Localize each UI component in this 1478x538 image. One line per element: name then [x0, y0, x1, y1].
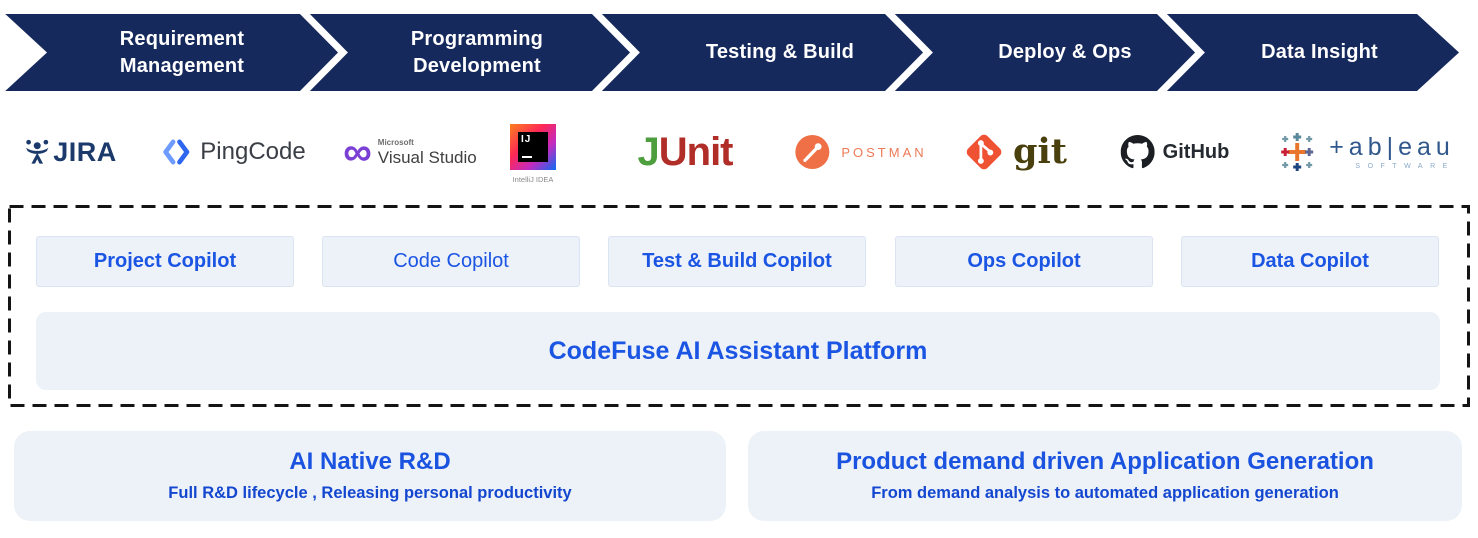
copilot-group-dashed-border: [8, 205, 1470, 407]
logo-intellij-idea: IJ IntelliJ IDEA: [510, 120, 556, 188]
github-octocat-icon: [1120, 135, 1155, 169]
logo-jira: JIRA: [23, 118, 117, 186]
tableau-icon: [1281, 133, 1314, 171]
pipeline-separator-1: [297, 6, 348, 99]
stage-requirement-management: Requirement Management: [119, 28, 245, 77]
stage-testing-build: Testing & Build: [705, 41, 855, 64]
chip-test-build-copilot: Test & Build Copilot: [608, 236, 866, 287]
junit-unit: Unit: [658, 129, 734, 174]
pipeline-band-shape: [4, 14, 1459, 91]
pipeline-separator-4: [1154, 6, 1205, 99]
postman-icon: [795, 135, 830, 169]
chip-ops-copilot: Ops Copilot: [895, 236, 1153, 287]
logo-github: GitHub: [1120, 118, 1230, 186]
intellij-badge: IJ: [521, 134, 532, 145]
tableau-software-label: SOFTWARE: [1355, 162, 1455, 170]
junit-j: J: [637, 129, 659, 174]
feature-ai-native-rd: AI Native R&D Full R&D lifecycle , Relea…: [14, 431, 726, 521]
logo-tableau: +ab|eau SOFTWARE: [1275, 118, 1455, 186]
feature-app-generation: Product demand driven Application Genera…: [748, 431, 1462, 521]
visual-studio-infinity-icon: ∞: [343, 130, 372, 174]
stage-deploy-ops: Deploy & Ops: [998, 41, 1132, 64]
feature-subtitle: Full R&D lifecycle , Releasing personal …: [168, 484, 572, 503]
chip-project-copilot: Project Copilot: [36, 236, 294, 287]
visual-studio-brand: Microsoft: [377, 137, 414, 147]
chip-data-copilot: Data Copilot: [1181, 236, 1439, 287]
tableau-wordmark: +ab|eau: [1329, 132, 1455, 161]
git-icon: [966, 134, 1002, 170]
logo-postman: POSTMAN: [793, 118, 926, 186]
jira-icon: [26, 139, 49, 164]
pipeline-left-notch: [2, 11, 47, 94]
feature-subtitle: From demand analysis to automated applic…: [871, 484, 1339, 503]
github-wordmark: GitHub: [1162, 140, 1230, 163]
stage-data-insight: Data Insight: [1261, 41, 1378, 64]
jira-wordmark: JIRA: [53, 136, 117, 167]
visual-studio-wordmark: Visual Studio: [377, 147, 477, 167]
logo-git: git: [963, 118, 1067, 186]
logo-visual-studio: ∞ Microsoft Visual Studio: [343, 118, 476, 186]
feature-title: Product demand driven Application Genera…: [836, 447, 1374, 475]
intellij-caption: IntelliJ IDEA: [512, 175, 554, 184]
chip-code-copilot: Code Copilot: [322, 236, 580, 287]
pipeline-separator-2: [589, 6, 640, 99]
intellij-underline: [522, 155, 532, 158]
git-wordmark: git: [1013, 131, 1067, 172]
logo-pingcode: PingCode: [160, 118, 306, 186]
feature-title: AI Native R&D: [289, 447, 451, 475]
intellij-icon: IJ: [510, 124, 556, 170]
codefuse-platform-bar: CodeFuse AI Assistant Platform: [36, 312, 1440, 390]
stage-programming-development: Programming Development: [410, 28, 544, 77]
pipeline-band: [2, 6, 1459, 99]
postman-wordmark: POSTMAN: [841, 144, 927, 160]
pipeline-separator-3: [882, 6, 933, 99]
pingcode-icon: [163, 139, 190, 165]
pingcode-wordmark: PingCode: [200, 138, 306, 165]
